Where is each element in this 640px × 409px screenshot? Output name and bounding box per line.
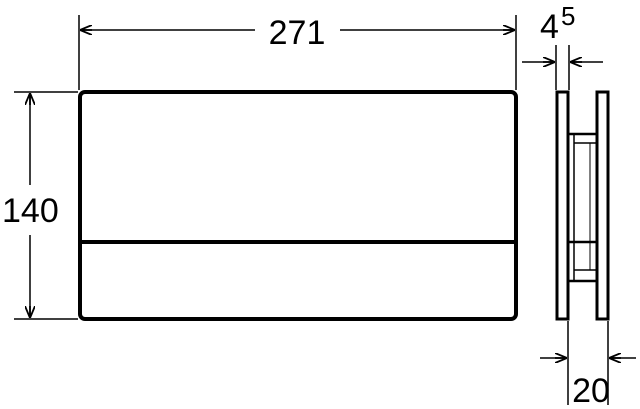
flush-plate-outline [78, 90, 518, 321]
width-dimension: 271 [78, 14, 517, 90]
total-depth-dimension: 20 [540, 321, 636, 409]
thickness-label-superscript: 5 [561, 1, 575, 31]
depth-label: 20 [572, 372, 610, 409]
plate-thickness-dimension: 4 5 [522, 1, 603, 90]
height-dimension: 140 [2, 91, 78, 320]
height-label: 140 [2, 192, 59, 230]
front-view [78, 90, 518, 321]
thickness-label: 4 [540, 8, 559, 46]
side-front-plate [555, 90, 570, 321]
width-label: 271 [269, 14, 326, 52]
side-back-frame [595, 90, 610, 321]
side-view [555, 90, 610, 321]
